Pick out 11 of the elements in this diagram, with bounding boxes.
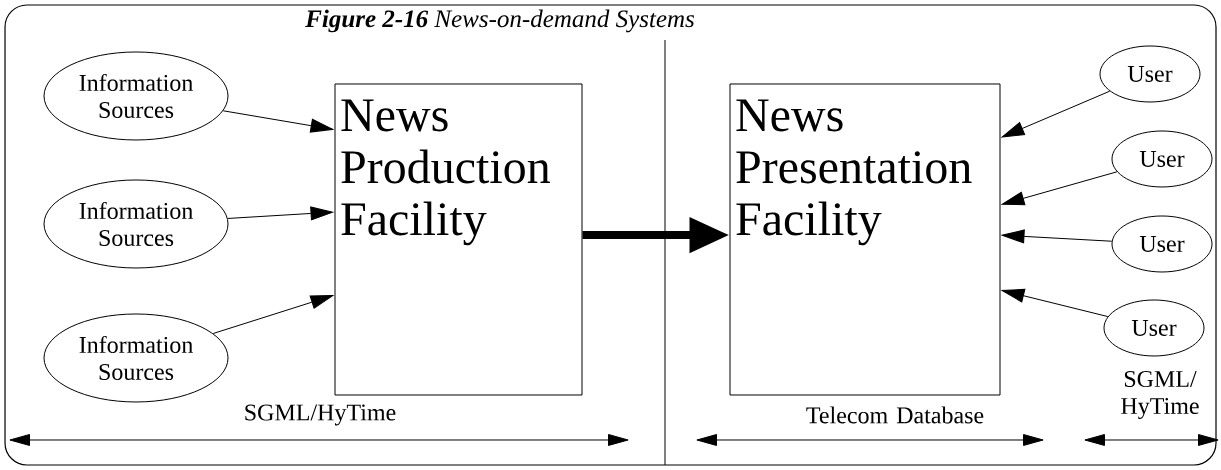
figure-title: Figure 2-16 News-on-demand Systems [305, 9, 694, 33]
arrow [1001, 288, 1109, 318]
arrow [1001, 229, 1113, 244]
arrow [227, 206, 334, 221]
dimension-label: SGML/HyTime [245, 404, 396, 426]
facility-box: News Production Facility [334, 83, 583, 396]
arrow [1001, 171, 1118, 206]
arrow [1001, 90, 1111, 138]
arrow [222, 110, 334, 133]
facility-box: News Presentation Facility [729, 83, 1001, 396]
arrow [212, 295, 334, 334]
